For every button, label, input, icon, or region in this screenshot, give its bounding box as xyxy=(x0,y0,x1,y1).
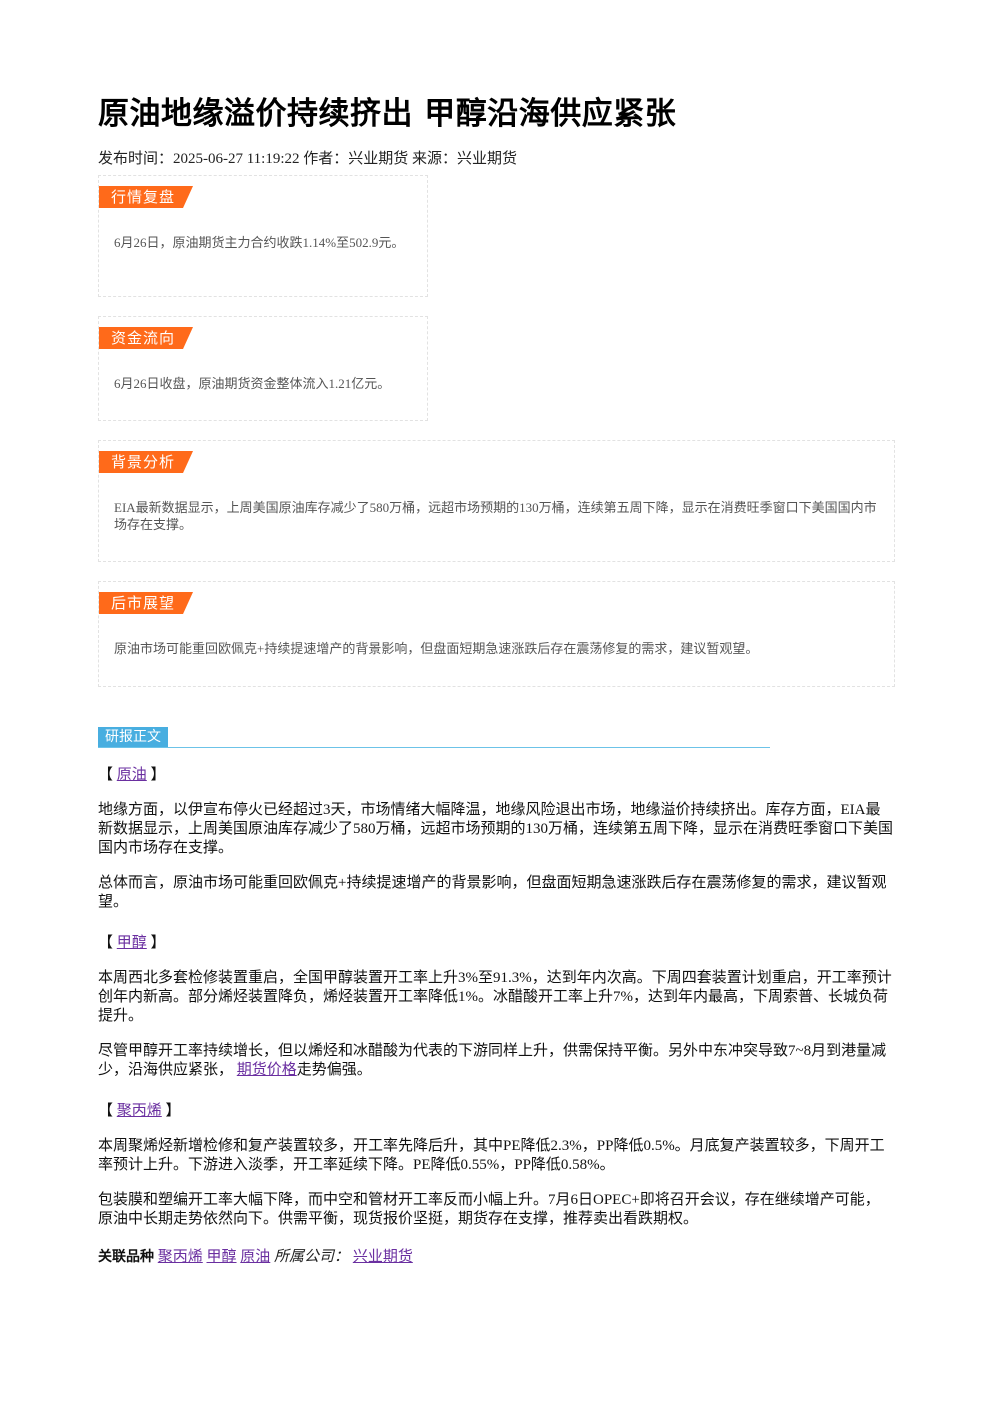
paragraph-text: 尽管甲醇开工率持续增长，但以烯烃和冰醋酸为代表的下游同样上升，供需保持平衡。另外… xyxy=(98,1043,887,1078)
bracket-close: 】 xyxy=(150,767,166,783)
summary-box-outlook: 后市展望 原油市场可能重回欧佩克+持续提速增产的背景影响，但盘面短期急速涨跌后存… xyxy=(98,581,895,687)
bracket-open: 【 xyxy=(98,767,114,783)
summary-tag: 行情复盘 xyxy=(99,186,193,208)
section-heading-crude-oil: 【 原油 】 xyxy=(98,763,166,784)
summary-tag: 后市展望 xyxy=(99,592,193,614)
section-link-polypropylene[interactable]: 聚丙烯 xyxy=(116,1103,162,1119)
related-link-crude-oil[interactable]: 原油 xyxy=(240,1249,271,1265)
bracket-close: 】 xyxy=(150,935,166,951)
futures-price-link[interactable]: 期货价格 xyxy=(236,1062,297,1078)
company-link[interactable]: 兴业期货 xyxy=(352,1249,413,1265)
paragraph-text: 走势偏强。 xyxy=(296,1062,372,1078)
summary-text: 6月26日收盘，原油期货资金整体流入1.21亿元。 xyxy=(114,376,391,391)
summary-box-background: 背景分析 EIA最新数据显示，上周美国原油库存减少了580万桶，远超市场预期的1… xyxy=(98,440,895,562)
bracket-close: 】 xyxy=(165,1103,181,1119)
related-products: 关联品种 聚丙烯 甲醇 原油 所属公司： 兴业期货 xyxy=(98,1245,413,1266)
bracket-open: 【 xyxy=(98,1103,114,1119)
related-link-polypropylene[interactable]: 聚丙烯 xyxy=(157,1249,203,1265)
related-link-methanol[interactable]: 甲醇 xyxy=(206,1249,237,1265)
summary-text: 6月26日，原油期货主力合约收跌1.14%至502.9元。 xyxy=(114,235,405,250)
paragraph: 尽管甲醇开工率持续增长，但以烯烃和冰醋酸为代表的下游同样上升，供需保持平衡。另外… xyxy=(98,1042,894,1080)
report-body-header: 研报正文 xyxy=(98,727,770,748)
article-meta: 发布时间：2025-06-27 11:19:22 作者：兴业期货 来源：兴业期货 xyxy=(98,151,518,167)
company-label: 所属公司： xyxy=(274,1249,350,1265)
summary-text: 原油市场可能重回欧佩克+持续提速增产的背景影响，但盘面短期急速涨跌后存在震荡修复… xyxy=(114,641,759,656)
report-body-label: 研报正文 xyxy=(98,727,168,747)
paragraph: 本周聚烯烃新增检修和复产装置较多，开工率先降后升，其中PE降低2.3%，PP降低… xyxy=(98,1138,885,1173)
paragraph: 地缘方面，以伊宣布停火已经超过3天，市场情绪大幅降温，地缘风险退出市场，地缘溢价… xyxy=(98,802,894,856)
bracket-open: 【 xyxy=(98,935,114,951)
paragraph: 总体而言，原油市场可能重回欧佩克+持续提速增产的背景影响，但盘面短期急速涨跌后存… xyxy=(98,875,887,910)
summary-box-market-review: 行情复盘 6月26日，原油期货主力合约收跌1.14%至502.9元。 xyxy=(98,175,428,297)
paragraph: 本周西北多套检修装置重启，全国甲醇装置开工率上升3%至91.3%，达到年内次高。… xyxy=(98,970,892,1024)
section-link-methanol[interactable]: 甲醇 xyxy=(116,935,147,951)
related-label: 关联品种 xyxy=(98,1249,154,1265)
summary-text: EIA最新数据显示，上周美国原油库存减少了580万桶，远超市场预期的130万桶，… xyxy=(114,500,877,532)
section-link-crude-oil[interactable]: 原油 xyxy=(116,767,147,783)
paragraph: 包装膜和塑编开工率大幅下降，而中空和管材开工率反而小幅上升。7月6日OPEC+即… xyxy=(98,1192,880,1227)
section-heading-polypropylene: 【 聚丙烯 】 xyxy=(98,1099,181,1120)
summary-box-fund-flow: 资金流向 6月26日收盘，原油期货资金整体流入1.21亿元。 xyxy=(98,316,428,421)
section-heading-methanol: 【 甲醇 】 xyxy=(98,931,166,952)
summary-tag: 背景分析 xyxy=(99,451,193,473)
article-title: 原油地缘溢价持续挤出 甲醇沿海供应紧张 xyxy=(98,96,677,132)
summary-tag: 资金流向 xyxy=(99,327,193,349)
